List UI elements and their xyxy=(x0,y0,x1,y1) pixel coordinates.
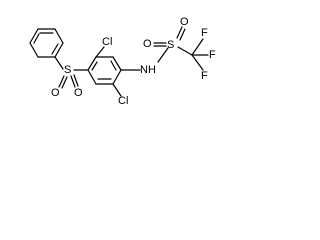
bond xyxy=(29,28,39,44)
structure-diagram: S O O Cl Cl NH S O O F F F xyxy=(29,16,216,107)
triflyl-oxo-bonds xyxy=(153,26,186,47)
chlorine-upper-label: Cl xyxy=(102,36,112,48)
bond xyxy=(177,46,193,56)
sulfone-oxygen-left-label: O xyxy=(51,87,60,99)
bond xyxy=(54,42,64,58)
fluorine-bottom-label: F xyxy=(201,70,208,82)
sulfone-oxygen-right-label: O xyxy=(74,87,83,99)
sulfone-oxo-bonds xyxy=(58,74,79,89)
bond xyxy=(157,47,169,63)
bond xyxy=(112,83,122,97)
triflyl-oxygen-left-label: O xyxy=(143,38,152,50)
triflyl-oxygen-right-label: O xyxy=(180,16,189,28)
bond xyxy=(87,56,97,71)
double-bond-inner xyxy=(51,43,59,55)
bond xyxy=(191,54,204,71)
phenyl-ring xyxy=(29,28,64,58)
amine-nh-label: NH xyxy=(140,64,156,76)
sulfone-sulfur-label: S xyxy=(64,64,71,76)
double-bond-inner xyxy=(110,60,117,71)
bond xyxy=(112,56,122,71)
fluorine-top-label: F xyxy=(201,27,208,39)
central-ring xyxy=(87,56,122,85)
bond xyxy=(112,69,122,85)
double-bond-inner xyxy=(33,33,40,44)
bond xyxy=(95,46,105,58)
fluorine-right-label: F xyxy=(209,49,216,61)
bond xyxy=(29,42,39,58)
triflyl-sulfur-label: S xyxy=(167,39,174,51)
double-bond-inner xyxy=(91,61,98,71)
bond xyxy=(54,28,64,44)
bond xyxy=(191,38,204,56)
chlorine-lower-label: Cl xyxy=(118,95,128,107)
bond xyxy=(87,69,97,85)
bond xyxy=(54,56,64,70)
